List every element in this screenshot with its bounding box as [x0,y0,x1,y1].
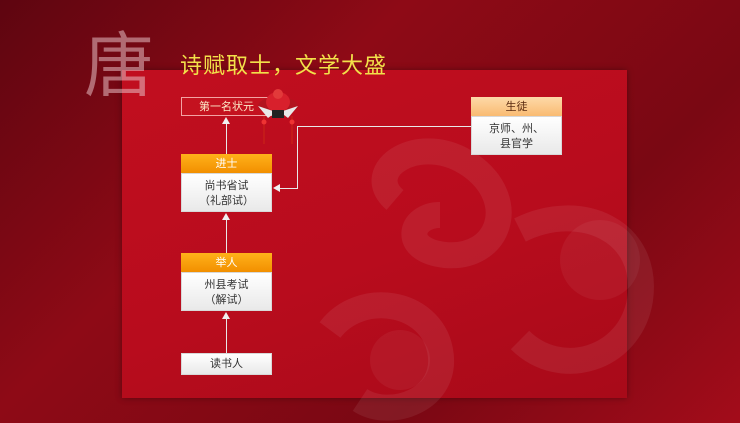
arrow-to-jinshi-from-shengtu [273,184,280,192]
zhuangyuan-label: 第一名状元 [199,100,254,113]
shengtu-body-line1: 京师、州、 [489,122,544,135]
juren-header-label: 举人 [215,256,238,269]
shengtu-body-line2: 县官学 [500,137,533,150]
connector-juren-jinshi [226,219,227,253]
shengtu-header-label: 生徒 [505,100,528,113]
juren-body: 州县考试 （解试） [181,272,272,311]
dushuren-label: 读书人 [210,357,243,370]
dushuren-box: 读书人 [181,353,272,375]
juren-body-line2: （解试） [204,293,249,306]
shengtu-header: 生徒 [471,97,562,116]
slide-title: 诗赋取士，文学大盛 [180,54,388,79]
connector-shengtu-vertical [297,126,298,189]
connector-shengtu-horizontal [297,126,471,127]
jinshi-header-label: 进士 [215,157,238,170]
arrow-to-zhuangyuan [222,117,230,124]
jinshi-body: 尚书省试 （礼部试） [181,173,272,212]
connector-shengtu-to-jinshi [279,188,298,189]
zhuangyuan-box: 第一名状元 [181,97,272,116]
jinshi-header: 进士 [181,154,272,173]
scholar-hat-icon [258,89,298,144]
shengtu-body: 京师、州、 县官学 [471,116,562,155]
jinshi-body-line2: （礼部试） [199,194,254,207]
connector-dushuren-juren [226,318,227,353]
juren-header: 举人 [181,253,272,272]
connector-jinshi-zhuangyuan [226,123,227,154]
arrow-to-juren [222,312,230,319]
jinshi-body-line1: 尚书省试 [204,179,249,192]
juren-body-line1: 州县考试 [204,278,249,291]
arrow-to-jinshi [222,213,230,220]
dynasty-character: 唐 [84,25,154,107]
